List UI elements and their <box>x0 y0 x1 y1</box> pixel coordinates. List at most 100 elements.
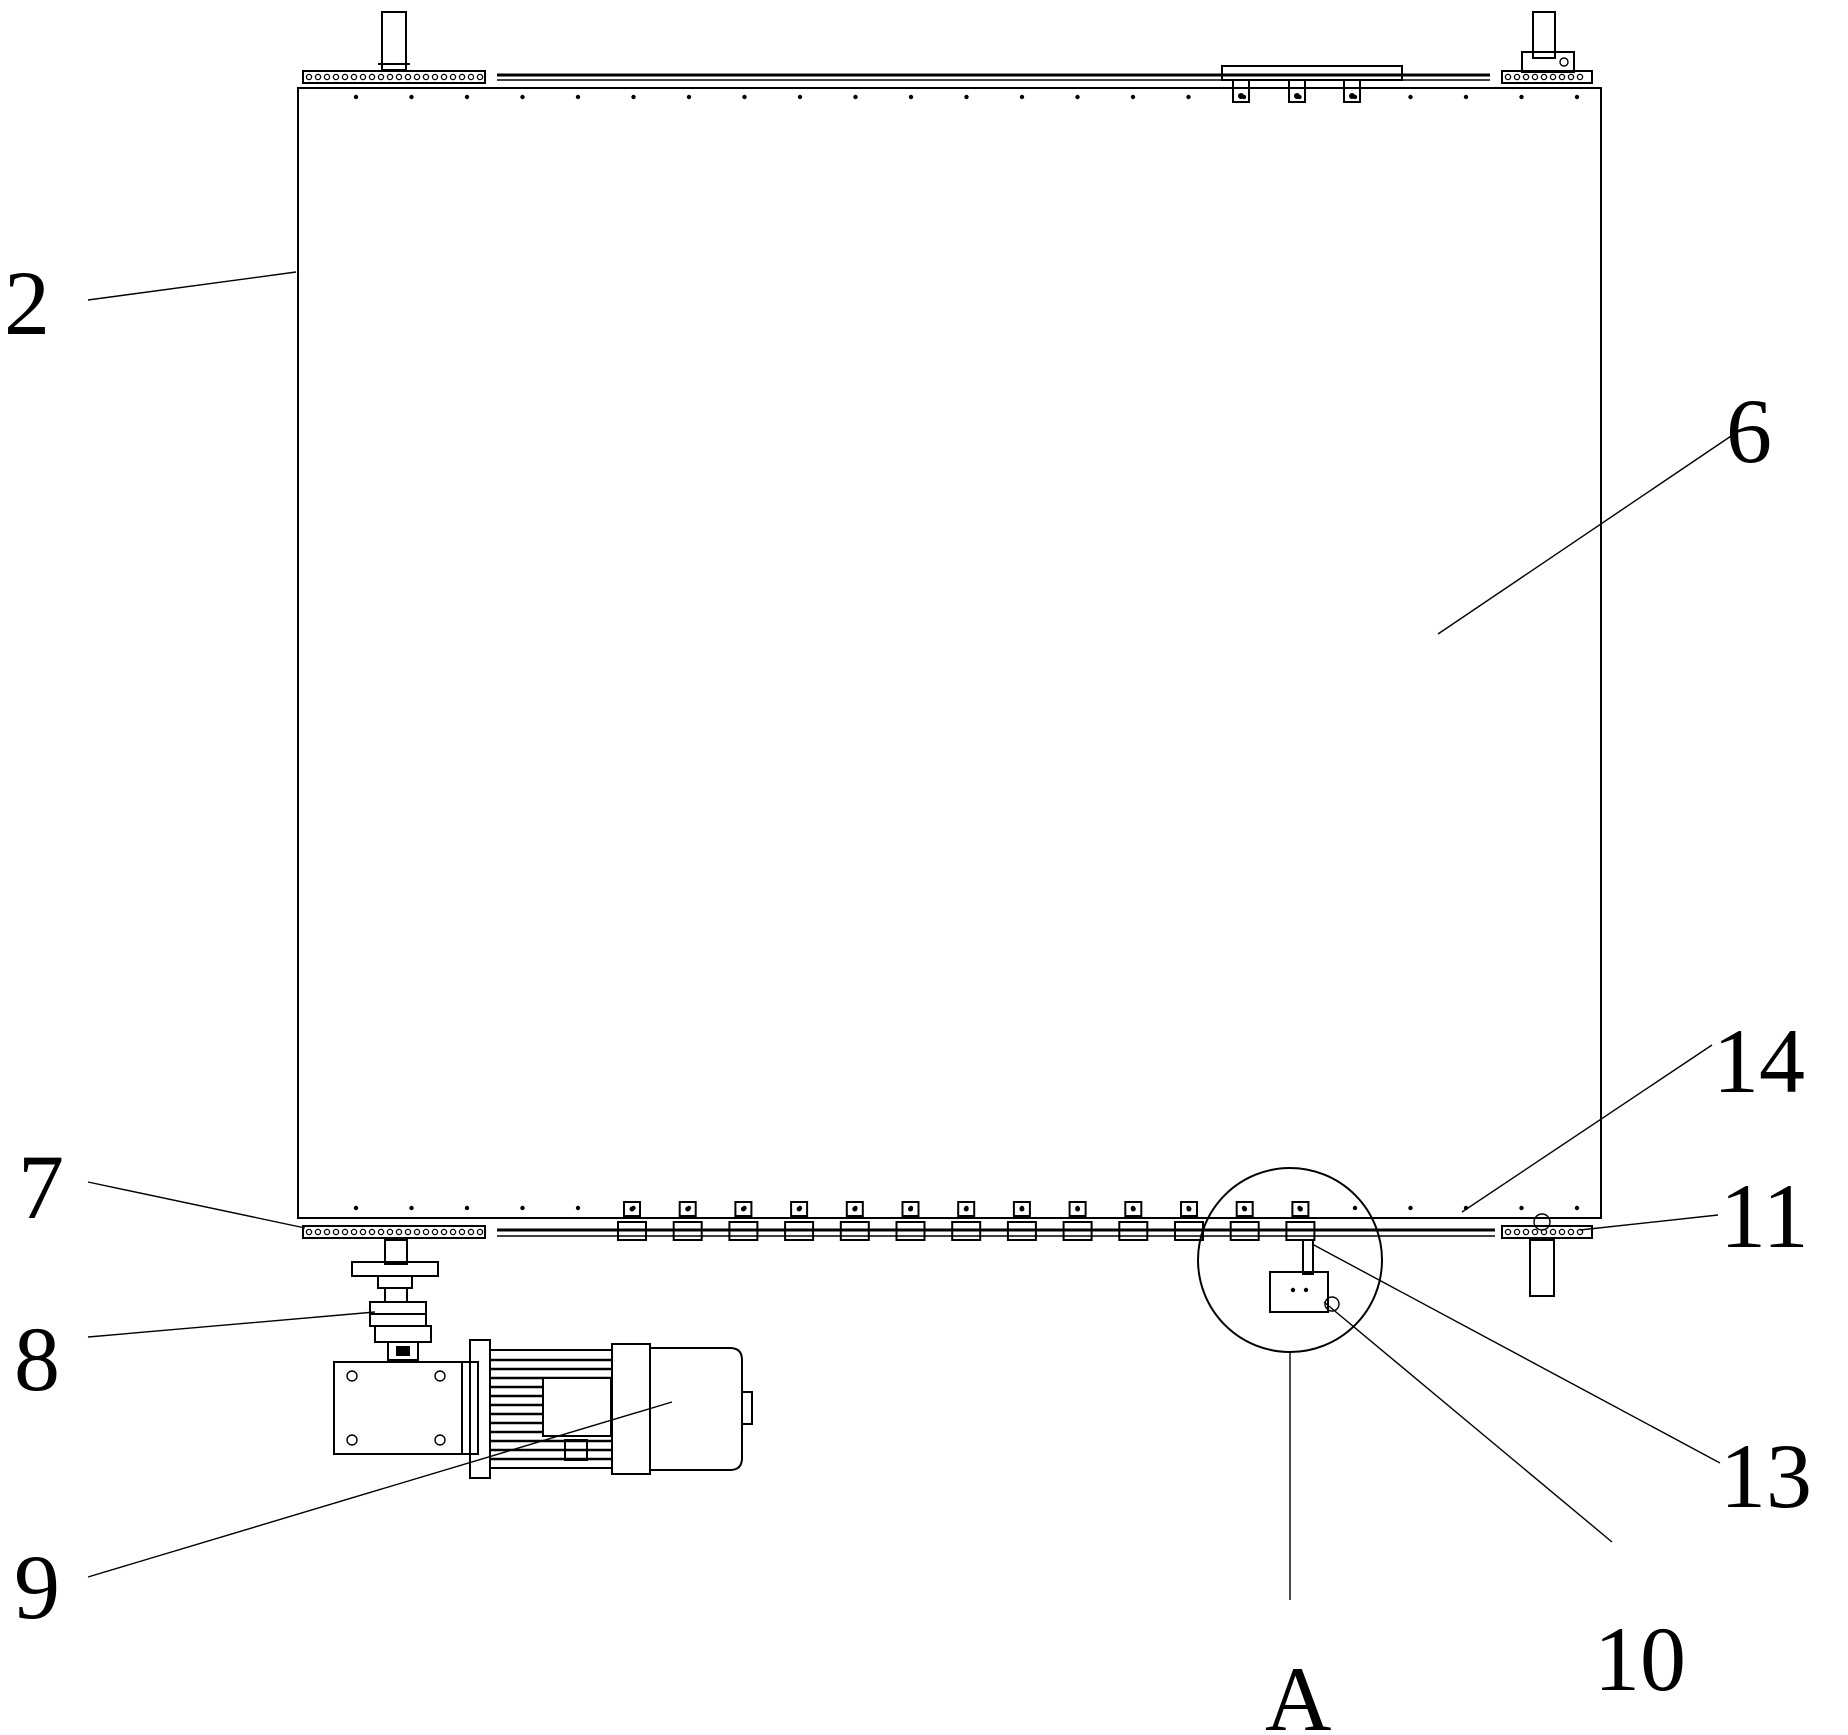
sprocket-tooth <box>476 1228 484 1236</box>
sprocket-tooth <box>386 1228 394 1236</box>
rivet <box>1574 94 1580 100</box>
sprocket-tooth <box>395 73 403 81</box>
sprocket-tooth <box>395 1228 403 1236</box>
rivet <box>1574 1205 1580 1211</box>
label-clip: 13 <box>1720 1425 1812 1527</box>
chain-link <box>784 1221 815 1241</box>
sprocket-tooth <box>1549 1228 1557 1236</box>
clip <box>1235 1201 1254 1217</box>
sprocket-tooth <box>1558 73 1566 81</box>
sprocket-tooth <box>341 73 349 81</box>
top-left-sprocket <box>302 11 486 84</box>
bottom-right-idler <box>1501 1213 1593 1297</box>
sprocket-tooth <box>404 73 412 81</box>
sprocket-tooth <box>368 73 376 81</box>
sprocket-tooth <box>368 1228 376 1236</box>
sprocket-tooth <box>467 73 475 81</box>
sprocket-tooth <box>1513 73 1521 81</box>
sprocket-tooth <box>350 73 358 81</box>
rivet <box>631 94 636 100</box>
clip <box>1012 1201 1031 1217</box>
rivet <box>1130 94 1136 100</box>
rivet <box>1408 1205 1413 1211</box>
chain-link <box>672 1221 703 1241</box>
sprocket-tooth <box>332 73 340 81</box>
top-right-sprocket <box>1501 11 1593 84</box>
sprocket-tooth <box>1522 1228 1530 1236</box>
top-rivet-row <box>353 94 1580 100</box>
sprocket-tooth <box>467 1228 475 1236</box>
rivet <box>520 94 525 100</box>
clip <box>1068 1201 1087 1217</box>
clip <box>1288 79 1306 103</box>
clip-hole <box>685 1206 691 1212</box>
sprocket-tooth <box>1504 73 1512 81</box>
rivet <box>1519 1205 1524 1211</box>
rivet <box>520 1205 525 1211</box>
sprocket-tooth <box>458 73 466 81</box>
label-idler: 11 <box>1720 1165 1809 1267</box>
rivet <box>742 94 747 100</box>
chain-link <box>1118 1221 1149 1241</box>
clip-hole <box>1242 1206 1248 1212</box>
label-sprocket: 7 <box>18 1136 64 1238</box>
frame-body <box>297 87 1602 1219</box>
rivet <box>908 94 914 100</box>
bottom-chain <box>497 1228 1495 1237</box>
chain-link <box>617 1221 647 1241</box>
label-motor: 9 <box>14 1536 60 1638</box>
leader-11 <box>1579 1214 1719 1231</box>
rivet <box>353 1205 359 1211</box>
sprocket-tooth <box>314 73 322 81</box>
rivet <box>1186 94 1191 100</box>
sprocket-tooth <box>1522 73 1530 81</box>
chain-link <box>728 1221 759 1241</box>
clip-hole <box>629 1206 635 1212</box>
rivet <box>1463 94 1469 100</box>
chain-link <box>895 1221 926 1241</box>
chain-link <box>951 1221 982 1241</box>
sprocket-tooth <box>305 1228 313 1236</box>
carriage-plate <box>1221 65 1403 81</box>
sprocket-tooth <box>314 1228 322 1236</box>
clip-hole <box>1075 1206 1081 1212</box>
coupling-assembly <box>351 1239 439 1361</box>
chain-link <box>839 1221 870 1241</box>
rivet <box>686 94 692 100</box>
clip-hole <box>1238 93 1244 99</box>
clip-hole <box>740 1206 746 1212</box>
chain-link <box>1229 1221 1260 1241</box>
sprocket-tooth <box>404 1228 412 1236</box>
clip <box>1291 1201 1310 1217</box>
clip <box>623 1201 641 1217</box>
clip-hole <box>963 1206 969 1212</box>
rivet <box>1408 94 1413 100</box>
label-frame: 2 <box>4 252 50 354</box>
bottom-chain-clips <box>617 1201 1316 1241</box>
label-chain: 14 <box>1713 1010 1805 1112</box>
chain-link <box>1006 1221 1037 1241</box>
sprocket-tooth <box>431 1228 439 1236</box>
clip <box>734 1201 753 1217</box>
leader-7 <box>87 1181 306 1229</box>
rivet <box>575 1205 581 1211</box>
sprocket-tooth <box>413 73 421 81</box>
rivet <box>1519 94 1524 100</box>
rivet <box>853 94 858 100</box>
sprocket-tooth <box>449 73 457 81</box>
sprocket-tooth <box>1540 1228 1548 1236</box>
clip <box>678 1201 697 1217</box>
rivet <box>464 1205 470 1211</box>
rivet <box>797 94 803 100</box>
rivet <box>964 94 969 100</box>
clip-hole <box>908 1206 913 1212</box>
sprocket-tooth <box>350 1228 358 1236</box>
sprocket-tooth <box>359 73 367 81</box>
chain-link <box>1062 1221 1093 1241</box>
sprocket-tooth <box>1540 73 1548 81</box>
clip-hole <box>1294 93 1300 99</box>
sprocket-tooth <box>1504 1228 1512 1236</box>
rivet <box>409 1205 414 1211</box>
sprocket-tooth <box>377 1228 385 1236</box>
